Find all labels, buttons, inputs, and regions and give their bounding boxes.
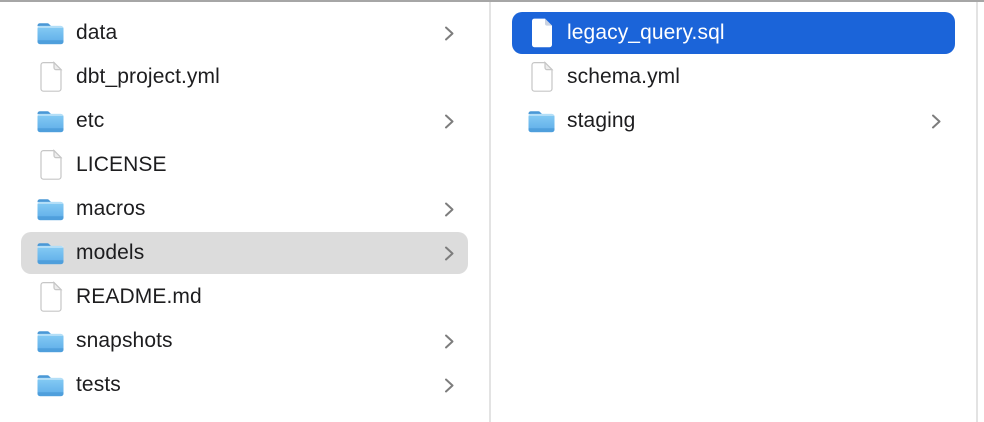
file-name-label: dbt_project.yml [76, 65, 220, 88]
chevron-right-icon [445, 378, 454, 392]
row-models[interactable]: models [21, 232, 468, 274]
chevron-right-icon [445, 202, 454, 216]
row-LICENSE[interactable]: LICENSE [21, 144, 468, 186]
file-name-label: etc [76, 109, 105, 132]
file-icon-holder [527, 61, 556, 93]
chevron-right-icon [932, 114, 941, 128]
file-icon-holder [36, 61, 65, 93]
file-name-label: tests [76, 373, 121, 396]
chevron-right-icon [445, 334, 454, 348]
file-name-label: LICENSE [76, 153, 167, 176]
file-name-label: legacy_query.sql [567, 21, 725, 44]
document-icon [531, 18, 552, 48]
folder-icon [37, 330, 64, 352]
file-icon-holder [36, 237, 65, 269]
file-icon-holder [36, 369, 65, 401]
folder-icon [37, 374, 64, 396]
document-icon [530, 61, 553, 92]
file-icon-holder [36, 281, 65, 313]
document-icon [39, 281, 62, 312]
file-name-label: snapshots [76, 329, 173, 352]
folder-icon [37, 22, 64, 44]
row-staging[interactable]: staging [512, 100, 955, 142]
file-name-label: schema.yml [567, 65, 681, 88]
preview-column-spacer [978, 2, 984, 422]
file-icon-holder [36, 325, 65, 357]
document-icon [39, 61, 62, 92]
folder-icon [37, 198, 64, 220]
chevron-right-icon [445, 26, 454, 40]
row-legacy_query.sql[interactable]: legacy_query.sql [512, 12, 955, 54]
file-icon-holder [36, 149, 65, 181]
file-icon-holder [36, 17, 65, 49]
file-icon-holder [527, 105, 556, 137]
row-dbt_project.yml[interactable]: dbt_project.yml [21, 56, 468, 98]
row-snapshots[interactable]: snapshots [21, 320, 468, 362]
finder-column-parent: data dbt_project.yml etc LICENSE mac [0, 2, 491, 422]
file-icon-holder [36, 105, 65, 137]
row-macros[interactable]: macros [21, 188, 468, 230]
row-etc[interactable]: etc [21, 100, 468, 142]
row-data[interactable]: data [21, 12, 468, 54]
row-schema.yml[interactable]: schema.yml [512, 56, 955, 98]
row-README.md[interactable]: README.md [21, 276, 468, 318]
file-icon-holder [36, 193, 65, 225]
folder-icon [37, 242, 64, 264]
finder-column-models: legacy_query.sql schema.yml staging [491, 2, 978, 422]
file-name-label: macros [76, 197, 146, 220]
folder-icon [528, 110, 555, 132]
document-icon [39, 149, 62, 180]
chevron-right-icon [445, 114, 454, 128]
file-name-label: models [76, 241, 145, 264]
row-tests[interactable]: tests [21, 364, 468, 406]
file-name-label: staging [567, 109, 636, 132]
file-name-label: data [76, 21, 118, 44]
file-icon-holder [527, 17, 556, 49]
file-name-label: README.md [76, 285, 202, 308]
chevron-right-icon [445, 246, 454, 260]
folder-icon [37, 110, 64, 132]
